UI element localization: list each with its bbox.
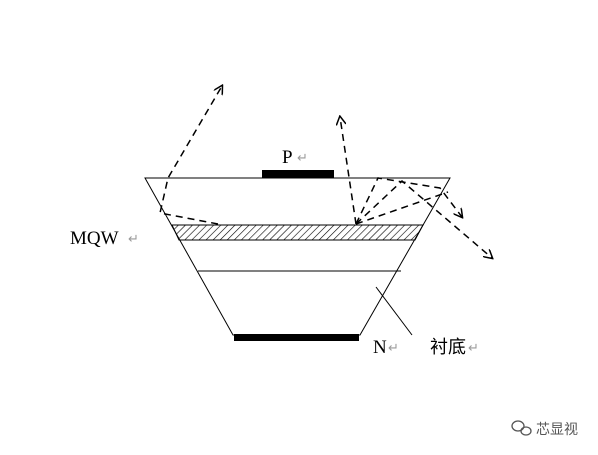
mqw-return-mark: ↵ [128,232,139,247]
light-ray-left [159,86,222,225]
p-contact-label: P [282,147,293,168]
n-contact-pad [234,334,359,341]
light-ray-right-lower [355,179,492,258]
light-rays [159,86,492,258]
chip-body [144,177,451,336]
mqw-label: MQW [70,228,119,249]
substrate-return-mark: ↵ [468,341,479,356]
wechat-icon [511,420,532,436]
p-contact-pad [262,170,334,178]
substrate-label: 衬底 [430,337,466,357]
substrate-leader-line [375,286,413,336]
p-return-mark: ↵ [297,151,308,166]
light-ray-right-inner [355,191,449,225]
n-contact-label: N [373,337,387,358]
light-ray-right-upper [355,177,462,225]
n-return-mark: ↵ [388,341,399,356]
light-ray-center-up [340,117,357,225]
mqw-layer [171,224,424,241]
watermark-text: 芯显视 [536,422,578,438]
